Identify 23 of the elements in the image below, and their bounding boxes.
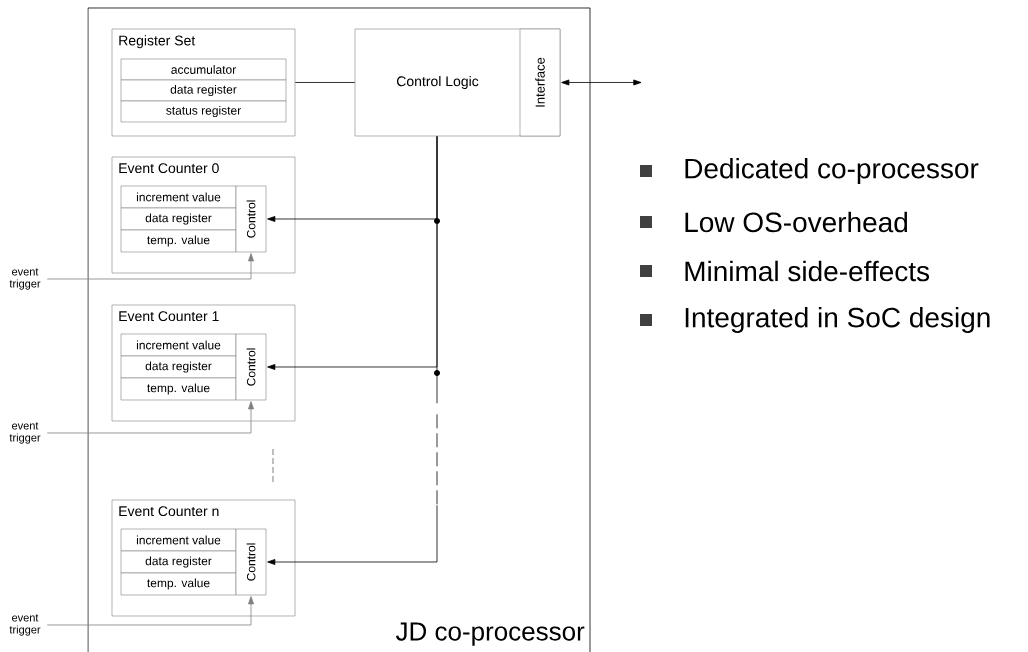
register-row: increment value [120, 528, 237, 552]
register-row: data register [120, 207, 237, 231]
register-row: status register [120, 100, 287, 123]
register-row: temp. value [120, 572, 237, 596]
register-row: data register [120, 355, 237, 379]
register-row: data register [120, 79, 287, 102]
register-row: increment value [120, 333, 237, 357]
control-box: Control [235, 185, 267, 253]
control-box: Control [235, 333, 267, 401]
bullet-text: Minimal side-effects [685, 260, 930, 282]
register-row: temp. value [120, 377, 237, 401]
control-box: Control [235, 528, 267, 596]
event-trigger-label: event trigger [9, 614, 41, 636]
bullet-text: Low OS-overhead [685, 211, 908, 233]
interface-box: Interface [519, 28, 561, 137]
register-row: increment value [120, 185, 237, 209]
bullet-text: Integrated in SoC design [685, 306, 990, 334]
register-row: temp. value [120, 229, 237, 253]
event-trigger-label: event trigger [9, 268, 41, 290]
register-row: data register [120, 550, 237, 574]
bullet-text: Dedicated co-processor [685, 157, 979, 185]
event-trigger-label: event trigger [9, 422, 41, 444]
register-row: accumulator [120, 58, 287, 81]
